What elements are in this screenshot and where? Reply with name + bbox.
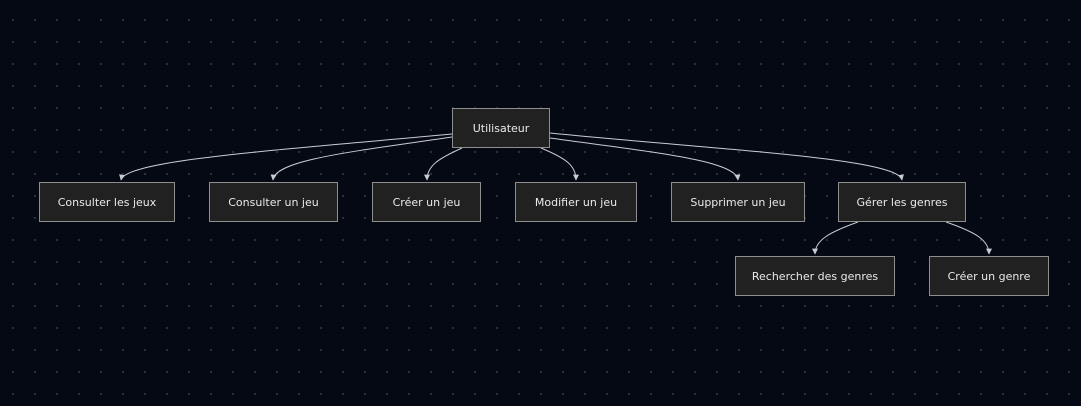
node-modifier-un-jeu[interactable]: Modifier un jeu — [515, 182, 637, 222]
node-label: Créer un jeu — [392, 195, 461, 209]
edge-gerer-les-genres-rechercher-des-genres — [812, 221, 859, 255]
node-label: Modifier un jeu — [534, 195, 618, 209]
node-label: Créer un genre — [947, 269, 1031, 283]
edge-utilisateur-consulter-un-jeu — [270, 136, 453, 181]
node-creer-un-genre[interactable]: Créer un genre — [929, 256, 1049, 296]
node-label: Gérer les genres — [856, 195, 948, 209]
edge-utilisateur-gerer-les-genres — [549, 132, 904, 181]
node-label: Supprimer un jeu — [690, 195, 786, 209]
edge-utilisateur-consulter-les-jeux — [119, 133, 453, 181]
node-creer-un-jeu[interactable]: Créer un jeu — [372, 182, 481, 222]
node-label: Utilisateur — [472, 121, 530, 135]
node-label: Consulter les jeux — [57, 195, 157, 209]
node-consulter-les-jeux[interactable]: Consulter les jeux — [39, 182, 175, 222]
edge-gerer-les-genres-creer-un-genre — [945, 221, 992, 255]
node-label: Rechercher des genres — [751, 269, 879, 283]
edge-utilisateur-creer-un-jeu — [424, 147, 463, 181]
node-consulter-un-jeu[interactable]: Consulter un jeu — [209, 182, 338, 222]
edge-utilisateur-supprimer-un-jeu — [549, 137, 741, 181]
node-rechercher-des-genres[interactable]: Rechercher des genres — [735, 256, 895, 296]
node-supprimer-un-jeu[interactable]: Supprimer un jeu — [671, 182, 805, 222]
node-gerer-les-genres[interactable]: Gérer les genres — [838, 182, 966, 222]
node-utilisateur[interactable]: Utilisateur — [452, 108, 550, 148]
edge-utilisateur-modifier-un-jeu — [540, 147, 579, 181]
node-label: Consulter un jeu — [228, 195, 319, 209]
